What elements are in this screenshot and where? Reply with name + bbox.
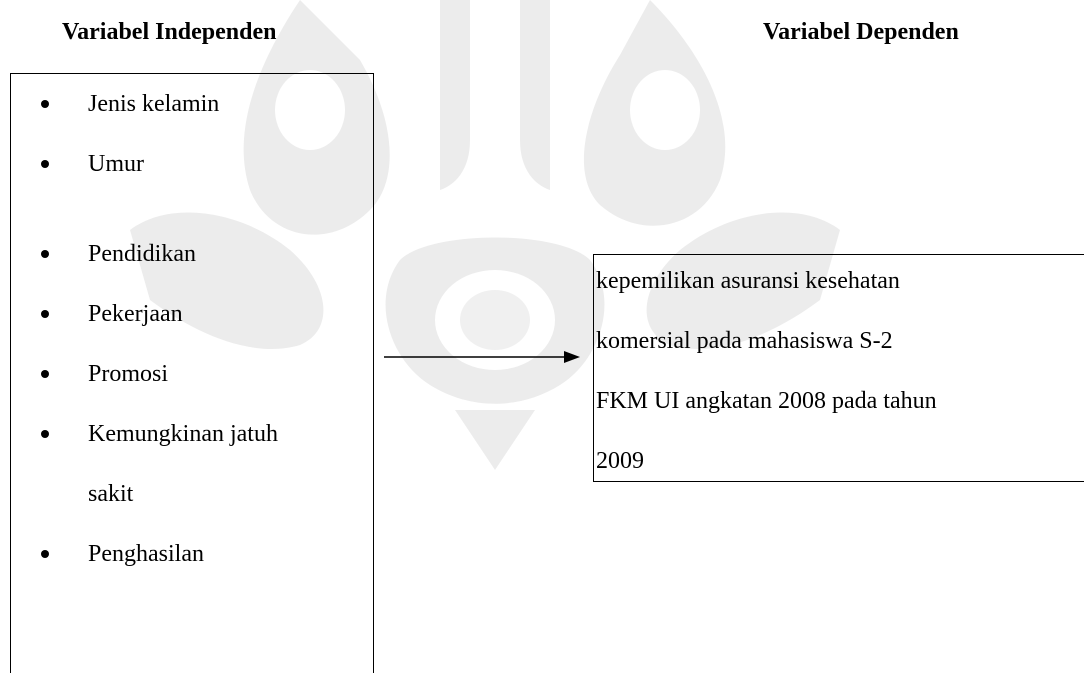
- bullet-dot-icon: [41, 250, 49, 258]
- bullet-dot-icon: [41, 310, 49, 318]
- dependent-line: kepemilikan asuransi kesehatan: [596, 268, 900, 294]
- bullet-dot-icon: [41, 370, 49, 378]
- bullet-dot-icon: [41, 430, 49, 438]
- dependent-variable-box: [593, 254, 1084, 482]
- heading-independent: Variabel Independen: [62, 19, 277, 45]
- bullet-dot-icon: [41, 160, 49, 168]
- heading-dependent: Variabel Dependen: [763, 19, 959, 45]
- bullet-dot-icon: [41, 100, 49, 108]
- dependent-line: komersial pada mahasiswa S-2: [596, 328, 893, 354]
- bullet-dot-icon: [41, 550, 49, 558]
- dependent-line: 2009: [596, 448, 644, 474]
- independent-variables-box: Jenis kelamin Umur Pendidikan Pekerjaan …: [10, 73, 374, 673]
- dependent-line: FKM UI angkatan 2008 pada tahun: [596, 388, 937, 414]
